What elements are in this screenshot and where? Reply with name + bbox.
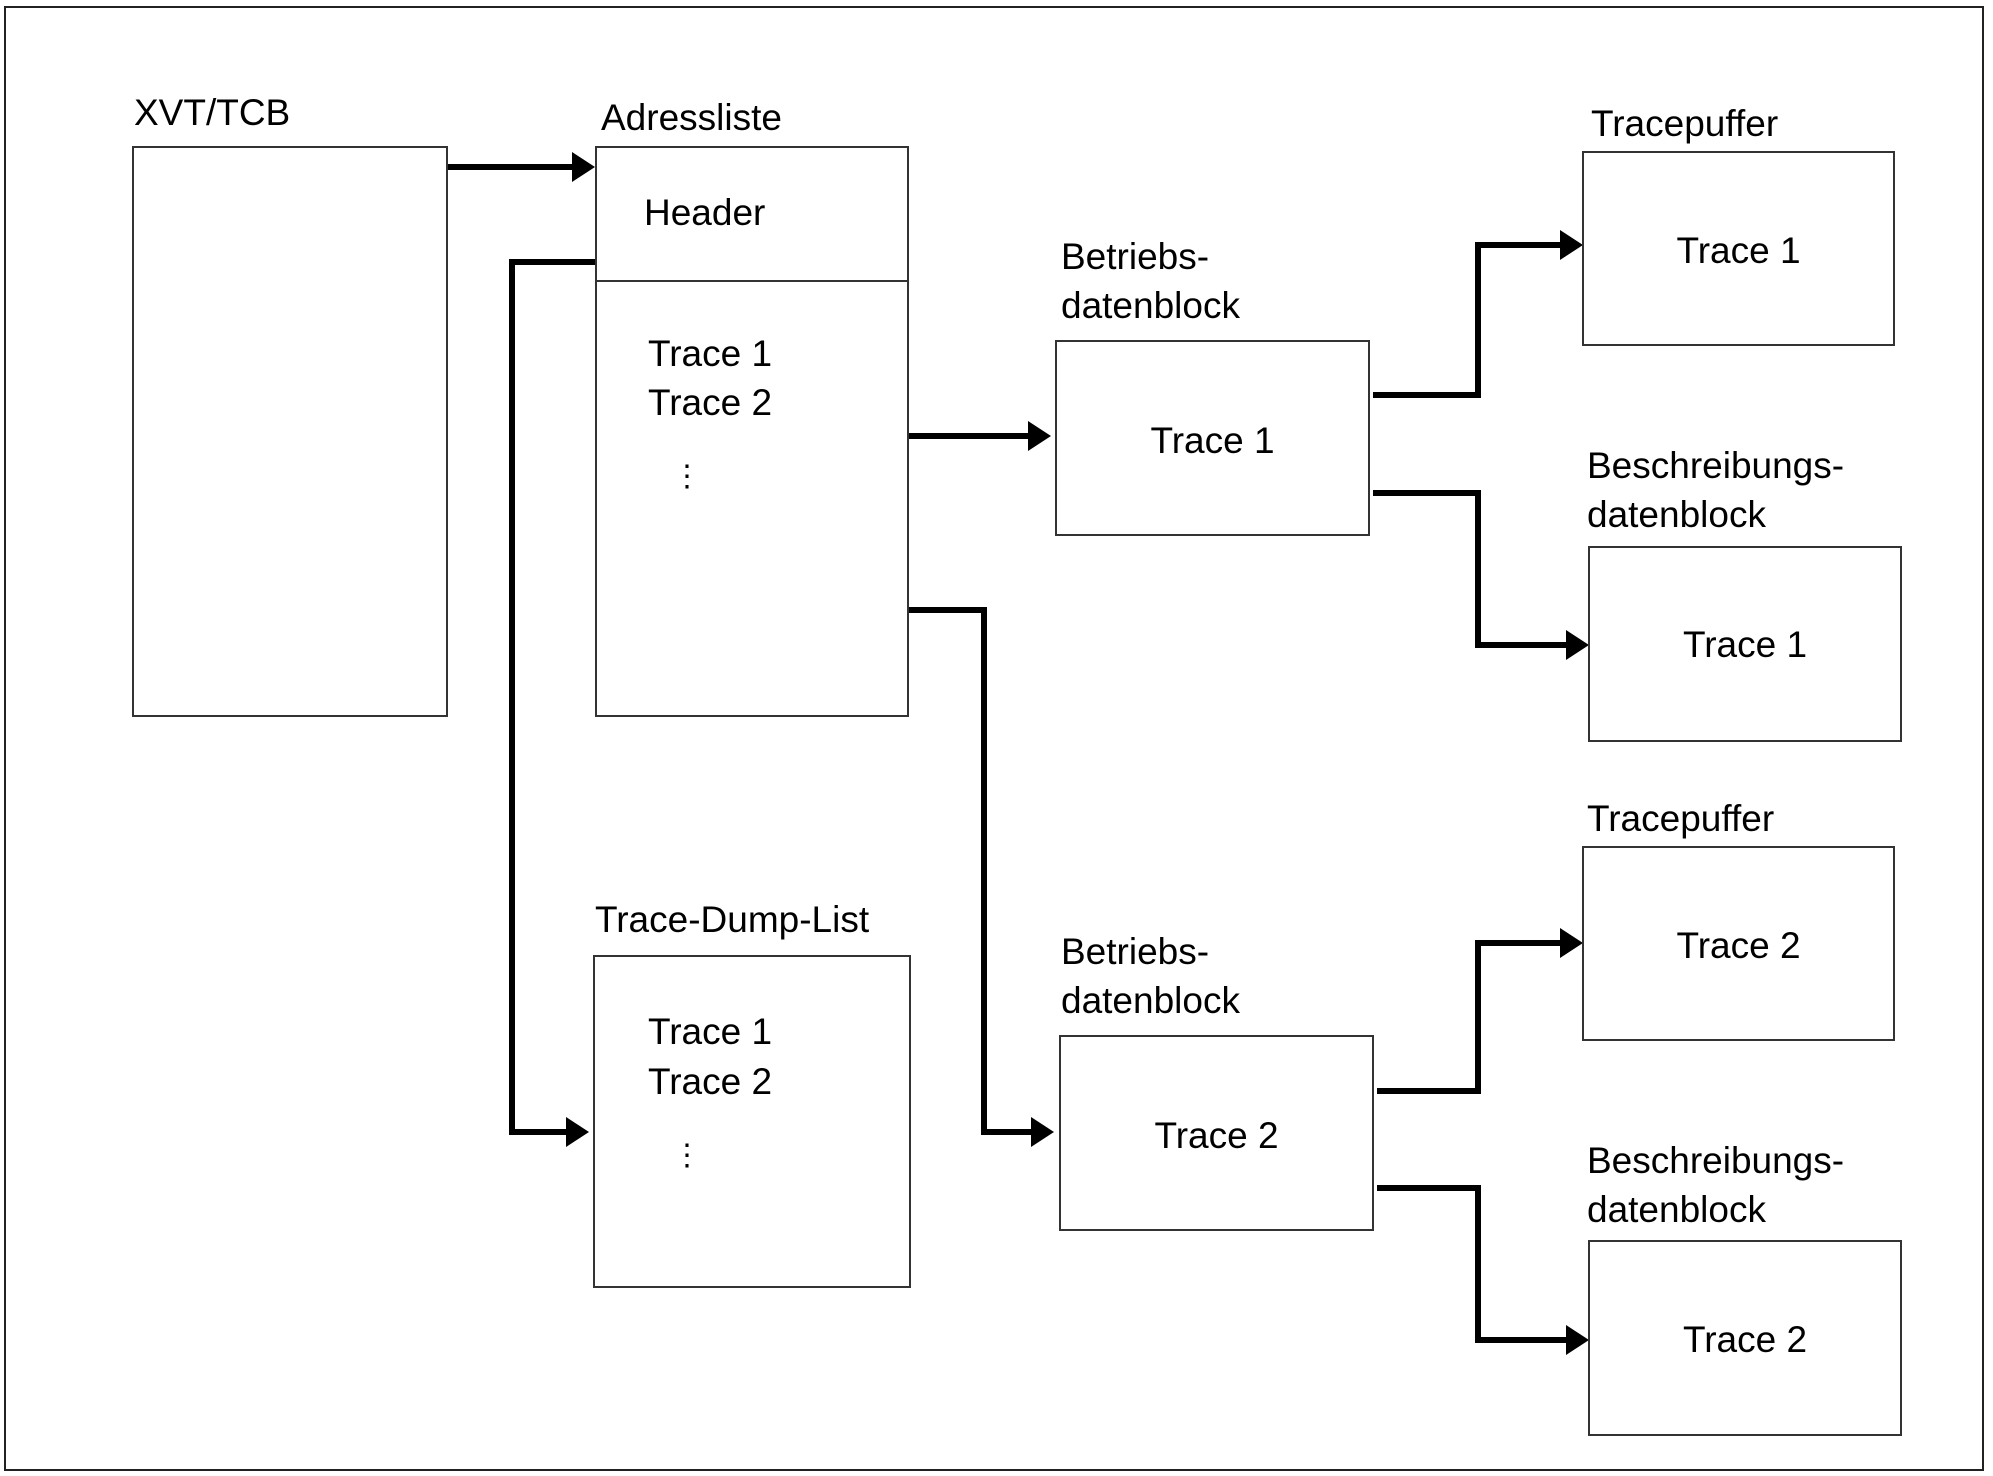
xvt-tcb-box (132, 146, 448, 717)
beschreibungsdatenblock-1-box (1588, 546, 1902, 742)
diagram-frame (4, 6, 1984, 1471)
tracepuffer-2-box (1582, 846, 1895, 1041)
adressliste-box (595, 146, 909, 717)
adressliste-item-trace-1: Trace 1 (648, 333, 773, 374)
arrow-betriebsdatenblock-2-to-beschreibungsdatenblock-2 (1377, 1185, 1571, 1343)
beschreibungsdatenblock-1-label-line-1: Beschreibungs- (1587, 445, 1845, 486)
betriebsdatenblock-2-label-line-2: datenblock (1061, 980, 1240, 1021)
adressliste-item-trace-2: Trace 2 (648, 382, 773, 423)
arrowhead-trace-dump-list (566, 1117, 589, 1147)
arrow-betriebsdatenblock-1-to-beschreibungsdatenblock-1 (1373, 490, 1571, 648)
beschreibungsdatenblock-2-label-line-2: datenblock (1587, 1189, 1766, 1230)
arrowhead-beschreibungsdatenblock-1 (1566, 630, 1589, 660)
betriebsdatenblock-1-box (1055, 340, 1370, 536)
trace-dump-list-ellipsis: ⋮ (672, 1139, 702, 1172)
betriebsdatenblock-2-content: Trace 2 (1154, 1115, 1279, 1156)
trace-dump-list-item-trace-2: Trace 2 (648, 1061, 773, 1102)
trace-dump-list-label: Trace-Dump-List (595, 899, 870, 940)
arrowhead-beschreibungsdatenblock-2 (1566, 1325, 1589, 1355)
betriebsdatenblock-2-label-line-1: Betriebs- (1061, 931, 1210, 972)
beschreibungsdatenblock-2-label-line-1: Beschreibungs- (1587, 1140, 1845, 1181)
beschreibungsdatenblock-1-content: Trace 1 (1682, 624, 1808, 665)
tracepuffer-2-label: Tracepuffer (1587, 798, 1775, 839)
tracepuffer-1-content: Trace 1 (1676, 230, 1801, 271)
arrowhead-betriebsdatenblock-1 (1028, 421, 1051, 451)
arrowhead-tracepuffer-1 (1560, 230, 1583, 260)
xvt-tcb-label: XVT/TCB (134, 92, 291, 133)
arrowhead-adressliste (572, 152, 595, 182)
arrow-betriebsdatenblock-2-to-tracepuffer-2 (1377, 940, 1565, 1094)
betriebsdatenblock-1-content: Trace 1 (1150, 420, 1275, 461)
arrow-header-to-trace-dump-list (509, 259, 596, 1135)
adressliste-header-section (597, 148, 907, 282)
adressliste-label: Adressliste (601, 97, 782, 138)
adressliste-header: Header (644, 192, 766, 233)
beschreibungsdatenblock-1-label-line-2: datenblock (1587, 494, 1766, 535)
arrowhead-betriebsdatenblock-2 (1031, 1117, 1054, 1147)
betriebsdatenblock-1-label-line-1: Betriebs- (1061, 236, 1210, 277)
betriebsdatenblock-1-label-line-2: datenblock (1061, 285, 1240, 326)
betriebsdatenblock-2-box (1059, 1035, 1374, 1231)
adressliste-ellipsis: ⋮ (672, 460, 702, 493)
trace-dump-list-item-trace-1: Trace 1 (648, 1011, 773, 1052)
beschreibungsdatenblock-2-content: Trace 2 (1682, 1319, 1808, 1360)
tracepuffer-1-label: Tracepuffer (1591, 103, 1779, 144)
arrow-adressliste-to-betriebsdatenblock-2 (909, 607, 1036, 1135)
tracepuffer-1-box (1582, 151, 1895, 346)
tracepuffer-2-content: Trace 2 (1676, 925, 1801, 966)
arrowhead-tracepuffer-2 (1560, 928, 1583, 958)
trace-dump-list-box (593, 955, 911, 1288)
arrow-betriebsdatenblock-1-to-tracepuffer-1 (1373, 242, 1565, 398)
beschreibungsdatenblock-2-box (1588, 1240, 1902, 1436)
